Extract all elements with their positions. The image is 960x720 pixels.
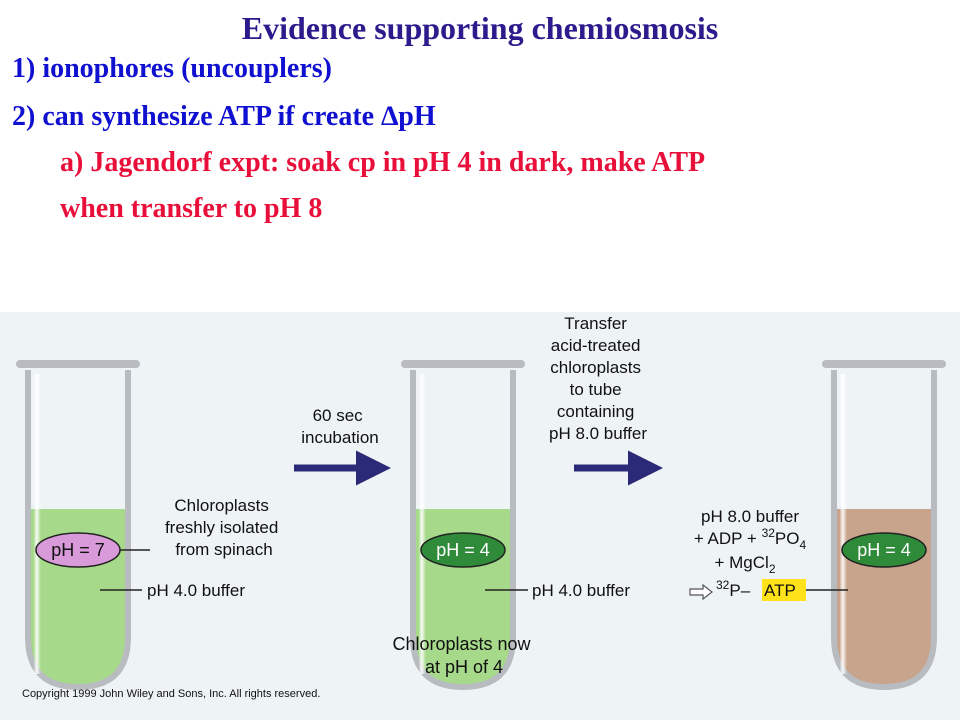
tube-2-ph-pill [420, 532, 506, 568]
reaction-conditions: pH 8.0 buffer + ADP + 32PO4 + MgCl2 [694, 507, 807, 576]
tube-2-ph-label: pH = 4 [436, 540, 490, 560]
tube-2-buffer-label: pH 4.0 buffer [532, 581, 630, 600]
tube-1-glass [25, 370, 131, 691]
bottom-caption: Chloroplasts now at pH of 4 [392, 634, 535, 677]
bullet-ionophores: 1) ionophores (uncouplers) [12, 53, 332, 84]
atp-product: 32P–ATP [716, 578, 796, 600]
test-tube-3: pH = 4 [822, 360, 946, 691]
subbullet-jagendorf-line2: when transfer to pH 8 [60, 193, 323, 224]
test-tube-2: pH = 4 [401, 360, 525, 691]
tube-1-ph-label: pH = 7 [51, 540, 105, 560]
subbullet-jagendorf-line1: a) Jagendorf expt: soak cp in pH 4 in da… [60, 147, 706, 178]
copyright-notice: Copyright 1999 John Wiley and Sons, Inc.… [22, 688, 320, 700]
slide-title: Evidence supporting chemiosmosis [241, 10, 719, 46]
jagendorf-experiment-figure: pH = 7 pH = 4 pH = 4 Chloroplasts freshl… [0, 312, 960, 720]
transfer-label: Transfer acid-treated chloroplasts to tu… [549, 314, 647, 443]
tube-2-glass [410, 370, 516, 691]
svg-text:pH 8.0 buffer: pH 8.0 buffer [701, 507, 799, 526]
svg-text:+ MgCl2: + MgCl2 [714, 553, 775, 576]
atp-highlight [762, 579, 806, 601]
svg-text:+ ADP + 32PO4: + ADP + 32PO4 [694, 526, 807, 552]
test-tube-1: pH = 7 [16, 360, 140, 691]
tube-3-glass [831, 370, 937, 691]
tube-3-ph-pill [841, 532, 927, 568]
chloroplasts-label: Chloroplasts freshly isolated from spina… [165, 496, 283, 559]
small-outline-arrow [689, 583, 713, 601]
incubation-label: 60 sec incubation [301, 406, 379, 447]
bullet-atp-synthesis: 2) can synthesize ATP if create ∆pH [12, 101, 436, 132]
tube-1-buffer-label: pH 4.0 buffer [147, 581, 245, 600]
tube-3-ph-label: pH = 4 [857, 540, 911, 560]
